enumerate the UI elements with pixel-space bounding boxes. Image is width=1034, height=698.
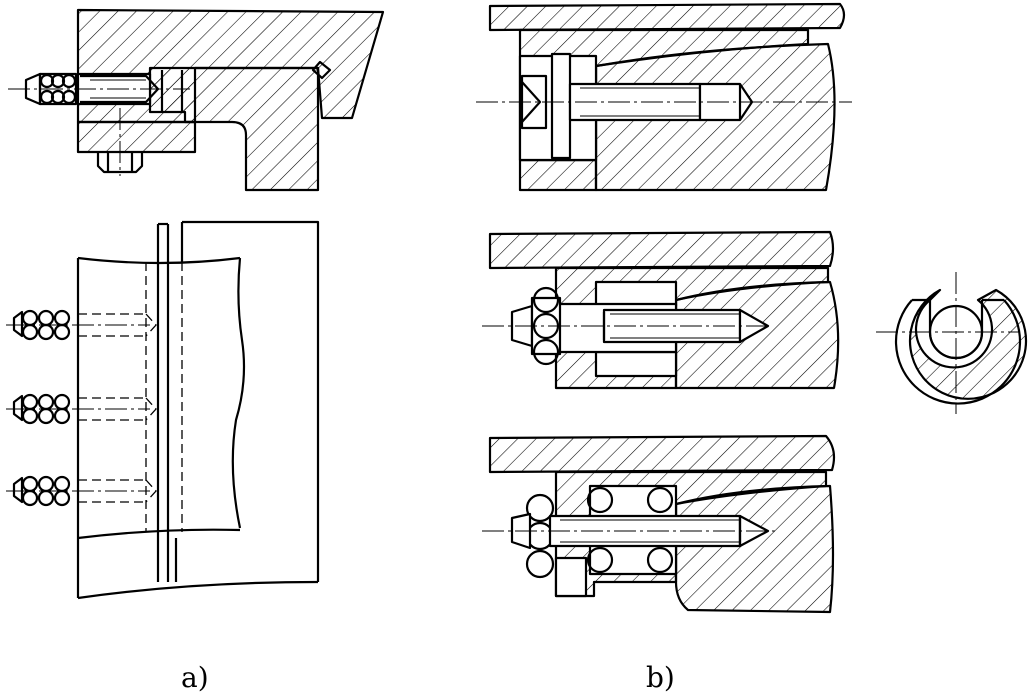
view-b-detail-2 bbox=[482, 230, 840, 390]
bottom-nut-icon bbox=[96, 152, 144, 174]
top-plate bbox=[488, 2, 846, 32]
bolt-row-2 bbox=[6, 393, 157, 425]
caption-b: b) bbox=[646, 661, 675, 694]
bolt-row-1 bbox=[6, 309, 157, 341]
c-washer-view bbox=[876, 272, 1028, 414]
view-b-detail-1 bbox=[476, 2, 852, 192]
lower-bar-section bbox=[76, 120, 197, 154]
view-a-elevation bbox=[6, 220, 320, 600]
key-tab bbox=[311, 60, 332, 80]
view-a-section bbox=[8, 8, 385, 192]
caption-a: a) bbox=[181, 661, 209, 694]
break-line bbox=[231, 257, 246, 529]
bottom-plate bbox=[488, 434, 836, 474]
bolt-row-3 bbox=[6, 475, 157, 507]
view-b-detail-3 bbox=[482, 434, 836, 614]
middle-plate bbox=[488, 230, 835, 270]
